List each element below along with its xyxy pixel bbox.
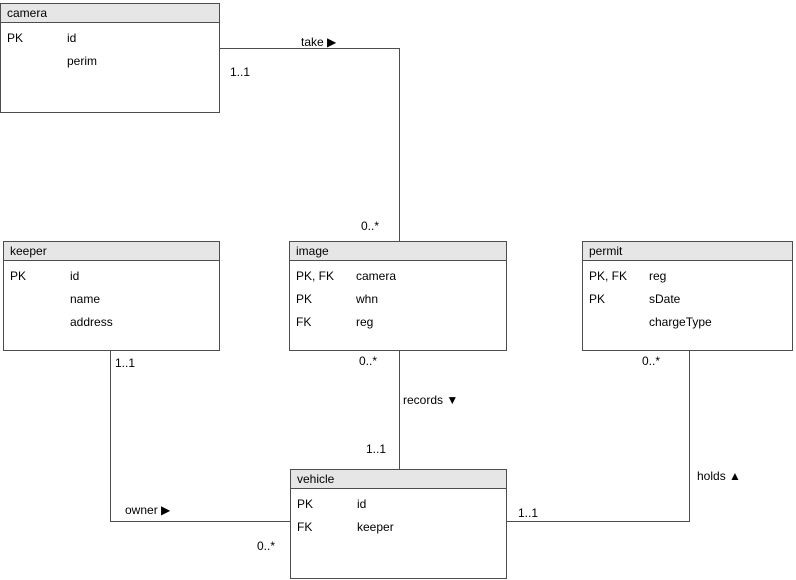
attribute-row: PK, FK camera: [290, 265, 506, 288]
attribute-name: id: [357, 497, 367, 511]
entity-vehicle-attributes: PK id FK keeper: [291, 489, 506, 539]
attribute-key: FK: [296, 315, 312, 329]
entity-camera[interactable]: camera PK id perim: [0, 3, 220, 113]
attribute-name: whn: [356, 292, 379, 306]
attribute-key: PK, FK: [296, 269, 335, 283]
connector-owner-vertical: [110, 351, 111, 521]
relationship-label-owner: owner ▶: [125, 503, 171, 517]
entity-permit[interactable]: permit PK, FK reg PK sDate chargeType: [582, 241, 793, 351]
entity-camera-attributes: PK id perim: [1, 23, 219, 73]
connector-records-vertical: [399, 351, 400, 470]
cardinality-holds-permit: 0..*: [642, 354, 661, 368]
entity-vehicle[interactable]: vehicle PK id FK keeper: [290, 469, 507, 579]
attribute-key: PK: [297, 497, 314, 511]
attribute-key: PK, FK: [589, 269, 628, 283]
cardinality-records-image: 0..*: [359, 354, 378, 368]
attribute-name: address: [70, 315, 113, 329]
attribute-key: PK: [296, 292, 313, 306]
attribute-row: PK sDate: [583, 288, 792, 311]
cardinality-take-image: 0..*: [361, 219, 380, 233]
entity-image[interactable]: image PK, FK camera PK whn FK reg: [289, 241, 507, 351]
entity-image-title: image: [290, 242, 506, 261]
attribute-row: chargeType: [583, 311, 792, 334]
attribute-row: perim: [1, 50, 219, 73]
attribute-key: PK: [589, 292, 606, 306]
entity-vehicle-title: vehicle: [291, 470, 506, 489]
attribute-row: address: [4, 311, 219, 334]
relationship-label-records: records ▼: [403, 393, 459, 407]
attribute-name: reg: [649, 269, 667, 283]
attribute-name: sDate: [649, 292, 681, 306]
attribute-name: reg: [356, 315, 374, 329]
attribute-key: FK: [297, 520, 313, 534]
attribute-key: PK: [10, 269, 27, 283]
attribute-name: keeper: [357, 520, 394, 534]
attribute-row: PK, FK reg: [583, 265, 792, 288]
entity-keeper-title: keeper: [4, 242, 219, 261]
entity-permit-attributes: PK, FK reg PK sDate chargeType: [583, 261, 792, 334]
attribute-name: id: [70, 269, 80, 283]
entity-keeper[interactable]: keeper PK id name address: [3, 241, 220, 351]
cardinality-owner-vehicle: 0..*: [257, 539, 276, 553]
attribute-key: PK: [7, 31, 24, 45]
attribute-row: FK reg: [290, 311, 506, 334]
connector-holds-horizontal: [507, 521, 690, 522]
attribute-name: perim: [67, 54, 98, 68]
entity-keeper-attributes: PK id name address: [4, 261, 219, 334]
attribute-row: PK whn: [290, 288, 506, 311]
entity-camera-title: camera: [1, 4, 219, 23]
cardinality-owner-keeper: 1..1: [115, 356, 136, 370]
connector-take-vertical: [399, 48, 400, 241]
connector-holds-vertical: [689, 351, 690, 521]
relationship-label-holds: holds ▲: [697, 469, 741, 483]
attribute-row: PK id: [1, 27, 219, 50]
attribute-row: FK keeper: [291, 516, 506, 539]
entity-image-attributes: PK, FK camera PK whn FK reg: [290, 261, 506, 334]
attribute-name: camera: [356, 269, 397, 283]
attribute-row: PK id: [291, 493, 506, 516]
cardinality-records-vehicle: 1..1: [366, 442, 387, 456]
entity-permit-title: permit: [583, 242, 792, 261]
cardinality-holds-vehicle: 1..1: [518, 506, 539, 520]
attribute-row: PK id: [4, 265, 219, 288]
attribute-name: name: [70, 292, 101, 306]
connector-owner-horizontal: [110, 521, 291, 522]
attribute-row: name: [4, 288, 219, 311]
attribute-name: id: [67, 31, 77, 45]
cardinality-take-camera: 1..1: [230, 65, 251, 79]
connector-take-horizontal: [219, 48, 400, 49]
attribute-name: chargeType: [649, 315, 712, 329]
relationship-label-take: take ▶: [301, 35, 337, 49]
